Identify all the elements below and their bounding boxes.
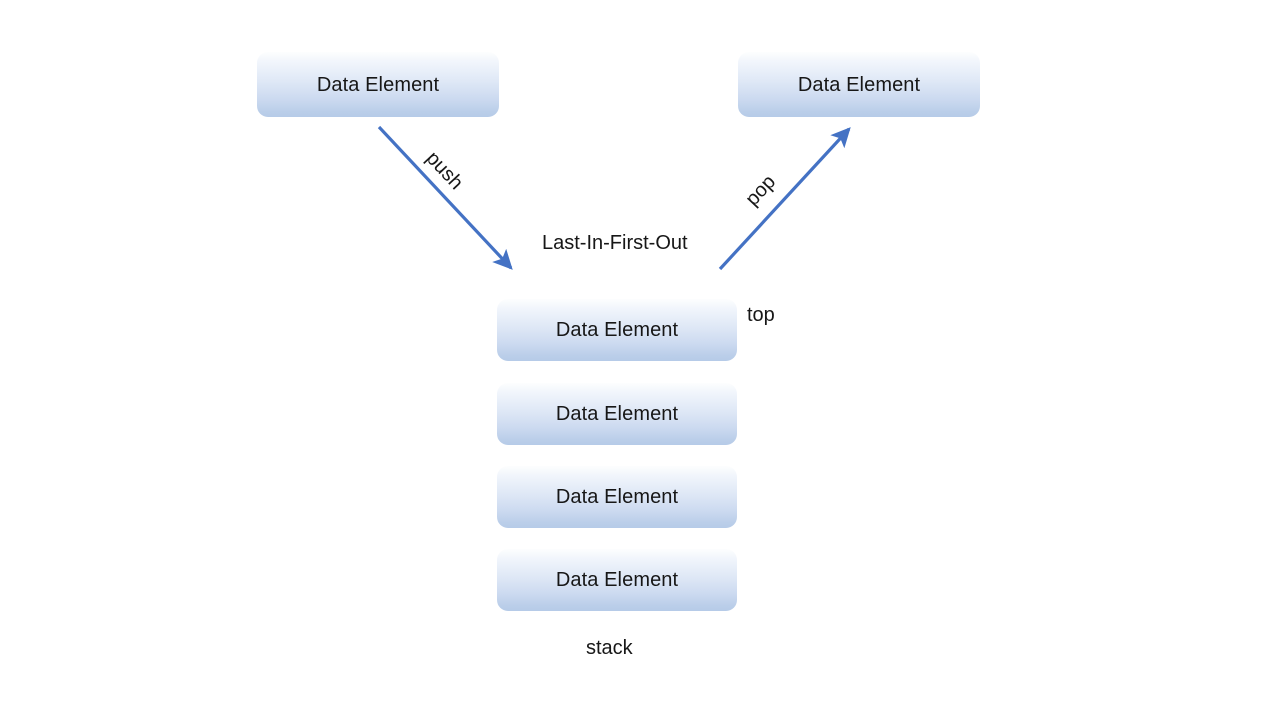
stack-item[interactable]: Data Element	[497, 383, 737, 445]
pop-arrow-label: pop	[741, 170, 781, 211]
data-element-box-pop-target[interactable]: Data Element	[738, 52, 980, 117]
pop-arrow	[718, 127, 851, 271]
stack-item-top[interactable]: Data Element	[497, 299, 737, 361]
stack-item[interactable]: Data Element	[497, 466, 737, 528]
data-element-label: Data Element	[555, 569, 679, 591]
data-element-label: Data Element	[797, 73, 921, 96]
data-element-label: Data Element	[555, 403, 679, 425]
data-element-label: Data Element	[316, 73, 440, 96]
stack-caption-label: stack	[586, 637, 633, 659]
top-pointer-label: top	[747, 304, 775, 326]
data-element-label: Data Element	[555, 486, 679, 508]
push-arrow-label: push	[421, 147, 468, 195]
data-element-box-push-source[interactable]: Data Element	[257, 52, 499, 117]
stack-item-bottom[interactable]: Data Element	[497, 549, 737, 611]
data-element-label: Data Element	[555, 319, 679, 341]
push-arrow	[377, 125, 513, 270]
lifo-title-text: Last-In-First-Out	[542, 232, 688, 254]
